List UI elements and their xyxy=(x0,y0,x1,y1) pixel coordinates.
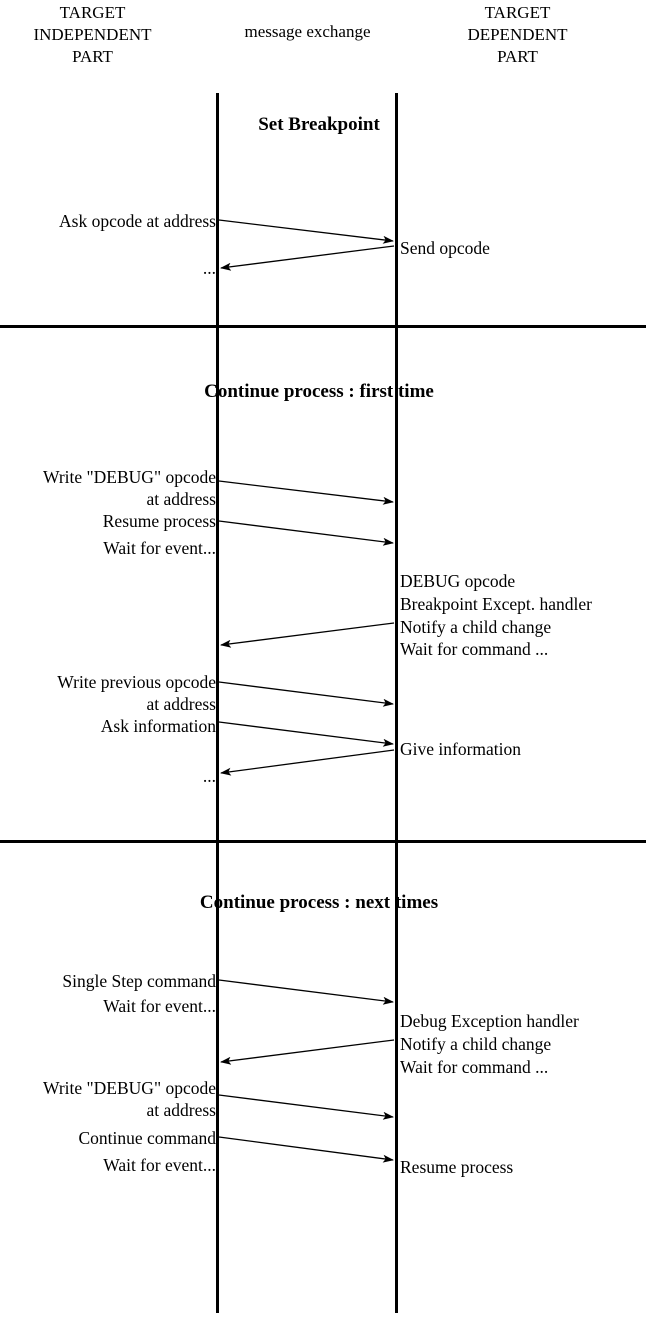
message-label-ellipsis-1: ... xyxy=(202,258,216,278)
message-label-notify-a-child-change-2: Notify a child change xyxy=(400,1034,552,1054)
message-label-wait-for-event-2: Wait for event... xyxy=(103,996,216,1016)
message-label-breakpoint-except-handler: Breakpoint Except. handler xyxy=(400,594,592,614)
message-label-wait-for-event-3: Wait for event... xyxy=(103,1155,216,1175)
section-title-continue-first-time: Continue process : first time xyxy=(0,381,646,403)
message-label-give-information: Give information xyxy=(400,739,522,759)
message-label-wait-for-event-1: Wait for event... xyxy=(103,538,216,558)
section-title-text: Continue process : next times xyxy=(199,892,439,913)
message-label-resume-process-2: Resume process xyxy=(400,1157,514,1177)
arrow-notify-child-change-2 xyxy=(220,1039,395,1065)
section-title-continue-next-times: Continue process : next times xyxy=(0,892,646,914)
message-label-send-opcode: Send opcode xyxy=(400,238,490,258)
arrow-single-step-command xyxy=(218,979,394,1005)
message-label-write-previous-opcode-at-address: Write previous opcode at address xyxy=(57,672,216,715)
section-title-set-breakpoint: Set Breakpoint xyxy=(0,114,646,136)
message-label-resume-process: Resume process xyxy=(102,511,216,531)
message-label-ask-information: Ask information xyxy=(100,716,216,736)
arrow-give-information xyxy=(220,749,395,776)
arrow-write-debug-opcode-2 xyxy=(218,1094,394,1120)
message-label-write-debug-opcode-at-address: Write "DEBUG" opcode at address xyxy=(43,467,216,510)
arrow-write-debug-opcode xyxy=(218,480,394,505)
message-label-continue-command: Continue command xyxy=(78,1128,216,1148)
arrow-write-previous-opcode xyxy=(218,681,394,707)
arrow-send-opcode xyxy=(220,245,395,271)
arrow-resume-process xyxy=(218,520,394,546)
message-label-wait-for-command-1: Wait for command ... xyxy=(400,639,549,659)
column-header-target-dependent-part: TARGET DEPENDENT PART xyxy=(467,3,568,66)
lifeline-target-independent xyxy=(216,93,219,1313)
arrow-ask-information xyxy=(218,721,394,747)
message-label-wait-for-command-2: Wait for command ... xyxy=(400,1057,549,1077)
message-label-notify-a-child-change-1: Notify a child change xyxy=(400,617,552,637)
message-label-debug-opcode: DEBUG opcode xyxy=(400,571,516,591)
arrow-notify-child-change-1 xyxy=(220,622,395,648)
column-header-message-exchange: message exchange xyxy=(244,22,371,41)
message-label-ask-opcode-at-address: Ask opcode at address xyxy=(59,211,216,231)
message-label-write-debug-opcode-at-address-2: Write "DEBUG" opcode at address xyxy=(43,1078,216,1121)
column-header-target-independent-part: TARGET INDEPENDENT PART xyxy=(33,3,152,66)
lifeline-target-dependent xyxy=(395,93,398,1313)
section-title-text: Continue process : first time xyxy=(204,381,434,402)
section-title-text: Set Breakpoint xyxy=(258,114,380,135)
message-label-ellipsis-2: ... xyxy=(202,766,216,786)
section-divider-1 xyxy=(0,325,646,328)
section-divider-2 xyxy=(0,840,646,843)
message-label-debug-exception-handler: Debug Exception handler xyxy=(400,1011,579,1031)
arrow-ask-opcode xyxy=(218,219,394,244)
message-label-single-step-command: Single Step command xyxy=(62,971,216,991)
arrow-continue-command xyxy=(218,1136,394,1163)
